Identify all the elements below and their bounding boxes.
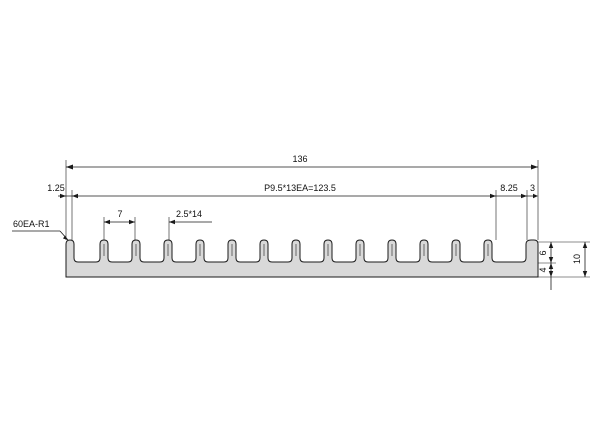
dim-overall-length: 136 — [66, 154, 538, 170]
label-right-end: 3 — [530, 183, 535, 193]
label-right-offset: 8.25 — [500, 183, 518, 193]
slot-centre-marks — [103, 244, 489, 256]
extension-lines — [65, 160, 590, 278]
dim-right-heights: 6 4 10 — [538, 242, 588, 290]
label-left-offset: 1.25 — [47, 183, 65, 193]
label-overall-length: 136 — [292, 154, 307, 164]
label-slot-size: 2.5*14 — [176, 209, 202, 219]
label-base-height: 4 — [538, 267, 548, 272]
comb-busbar-profile — [65, 239, 539, 278]
label-slot-pitch: 7 — [117, 209, 122, 219]
radius-leader: 60EA-R1 — [12, 219, 69, 241]
dim-slot-pitch: 7 — [104, 209, 135, 225]
label-total-height: 10 — [572, 254, 582, 264]
label-radius-note: 60EA-R1 — [13, 219, 50, 229]
label-pitch-total: P9.5*13EA=123.5 — [264, 183, 336, 193]
label-slot-depth: 6 — [538, 250, 548, 255]
dim-pitch-chain: 1.25 P9.5*13EA=123.5 8.25 3 — [47, 183, 538, 199]
dim-slot-size: 2.5*14 — [169, 209, 212, 225]
